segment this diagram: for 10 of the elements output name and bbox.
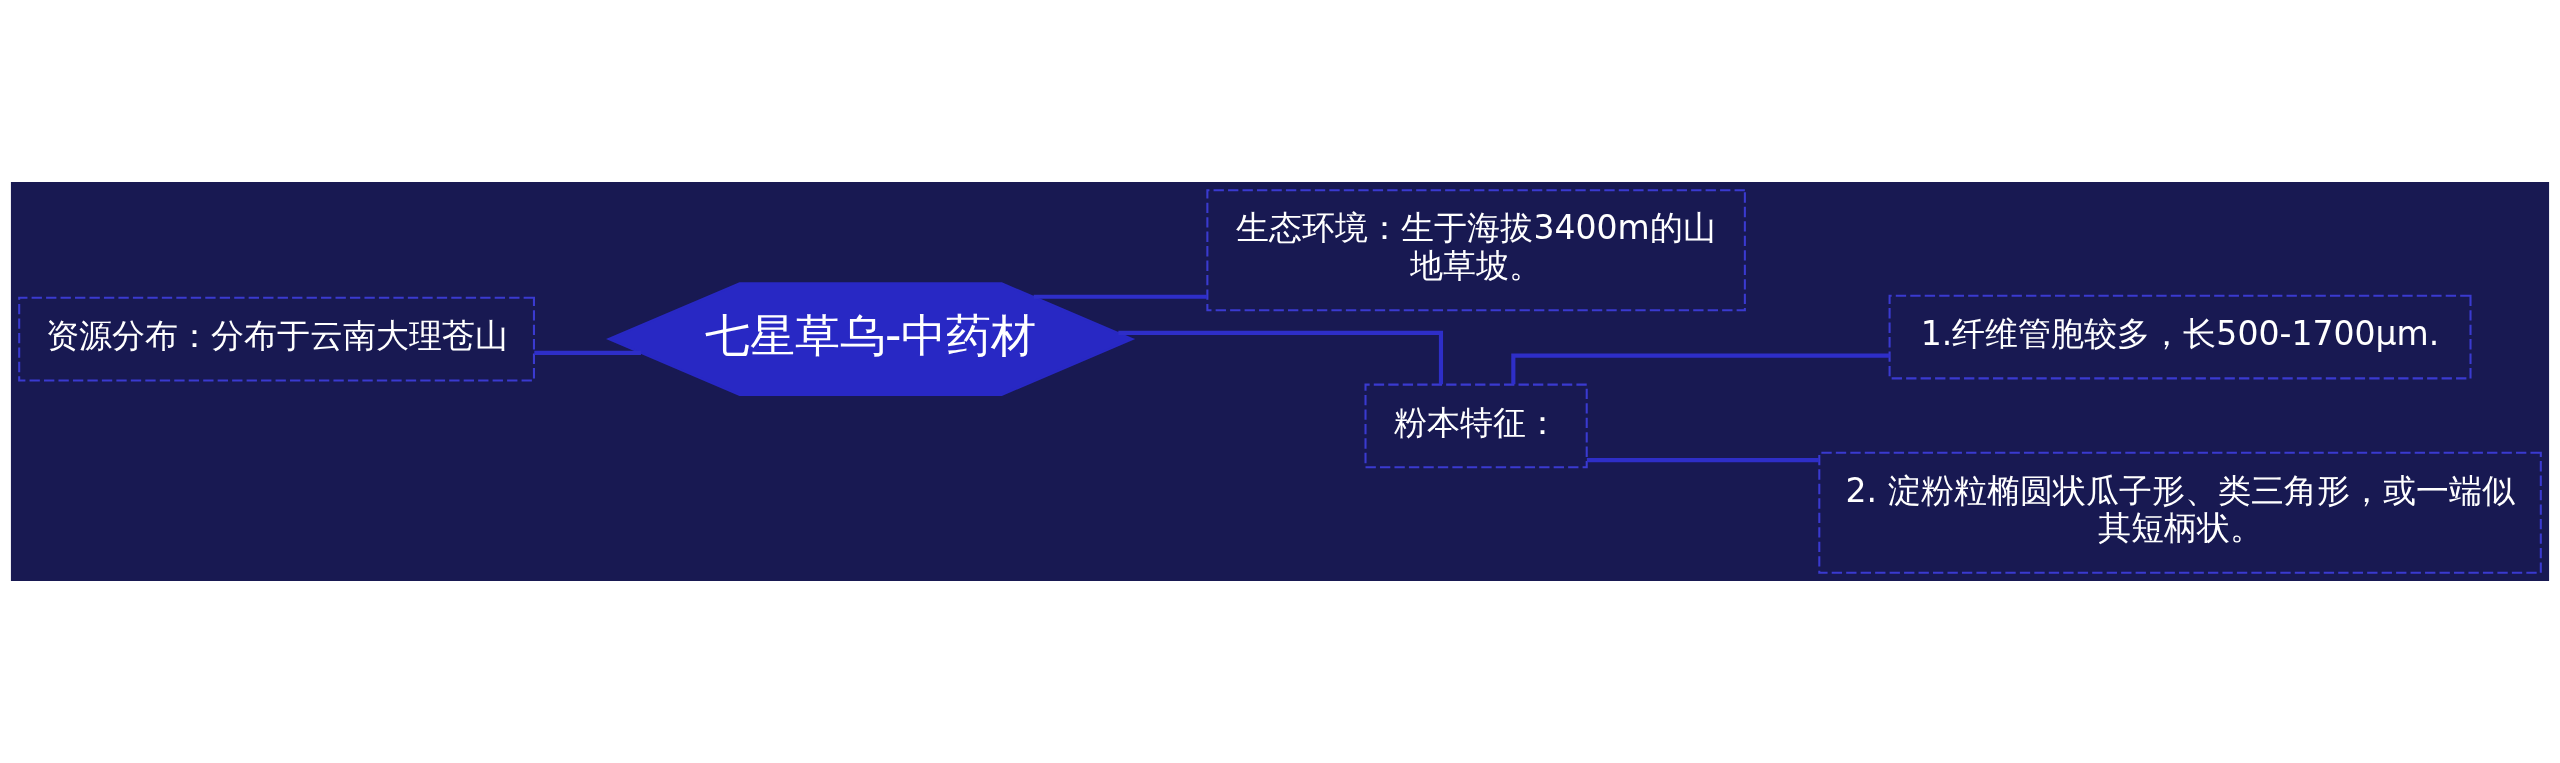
- node-box: 资源分布：分布于云南大理苍山: [18, 296, 535, 382]
- connector: [1033, 294, 1208, 299]
- connector: [1118, 330, 1444, 385]
- connector: [1511, 353, 1890, 385]
- node-box: 2. 淀粉粒椭圆状瓜子形、类三角形，或一端似其短柄状。: [1818, 451, 2542, 574]
- connector: [1586, 458, 1820, 463]
- connector: [534, 350, 641, 355]
- node-box: 1.纤维管胞较多，长500-1700μm.: [1888, 294, 2472, 380]
- node-box: 生态环境：生于海拔3400m的山地草坡。: [1206, 189, 1746, 312]
- node-box: 粉本特征：: [1364, 383, 1588, 469]
